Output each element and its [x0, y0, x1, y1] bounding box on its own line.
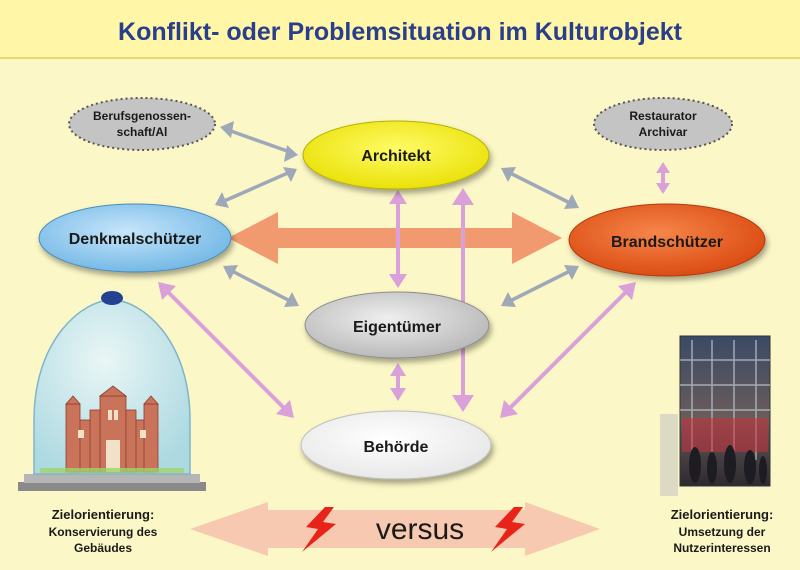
violet-arrows — [158, 162, 670, 418]
lightning-right-icon — [491, 507, 525, 552]
arrow-restaurator-brand — [656, 162, 670, 194]
arrow-berufs-architekt — [220, 121, 298, 162]
left-goal-line2: Konservierung des — [49, 525, 158, 539]
arrow-brand-eigentuemer — [501, 265, 579, 307]
lightning-left-icon — [302, 507, 336, 552]
node-brandschuetzer — [568, 203, 766, 277]
berufs-label-line2: schaft/Al — [117, 125, 168, 139]
architekt-label: Architekt — [361, 148, 431, 165]
arrow-architekt-behoerde — [452, 188, 474, 412]
title-bar — [0, 0, 800, 58]
versus-band: versus — [190, 502, 600, 556]
arrow-denkmal-eigentuemer — [223, 265, 299, 307]
arrow-brand-behoerde — [500, 282, 636, 418]
node-eigentuemer — [304, 291, 490, 359]
right-goal-line1: Zielorientierung: — [671, 507, 774, 522]
arrow-architekt-denkmal — [215, 167, 297, 208]
versus-label: versus — [376, 513, 464, 546]
restaurator-label-line2: Archivar — [639, 125, 688, 139]
node-architekt — [302, 120, 490, 190]
right-goal-line2: Umsetzung der — [679, 525, 766, 539]
arrow-denkmal-behoerde — [158, 282, 294, 418]
node-behoerde — [300, 410, 492, 480]
berufs-label-line1: Berufsgenossen- — [93, 109, 191, 123]
brand-label: Brandschützer — [611, 234, 723, 251]
node-berufsgenossenschaft: Berufsgenossen- schaft/Al — [68, 97, 216, 151]
left-goal-line1: Zielorientierung: — [52, 507, 155, 522]
behoerde-label: Behörde — [364, 439, 429, 456]
interior-photo — [660, 335, 771, 496]
gray-arrows — [215, 121, 579, 307]
left-goal-line3: Gebäudes — [74, 541, 132, 555]
arrow-architekt-brand — [501, 167, 579, 209]
denkmal-label: Denkmalschützer — [69, 231, 202, 248]
eigentuemer-label: Eigentümer — [353, 319, 441, 336]
orange-double-arrow — [228, 212, 562, 264]
right-goal-line3: Nutzerinteressen — [673, 541, 770, 555]
glass-dome-illustration — [18, 291, 206, 491]
arrow-eigentuemer-behoerde — [390, 363, 406, 401]
node-denkmalschuetzer — [38, 203, 232, 273]
arrow-architekt-eigentuemer — [389, 190, 407, 288]
page-title: Konflikt- oder Problemsituation im Kultu… — [118, 18, 683, 46]
node-restaurator: Restaurator Archivar — [593, 97, 733, 151]
restaurator-label-line1: Restaurator — [629, 109, 697, 123]
